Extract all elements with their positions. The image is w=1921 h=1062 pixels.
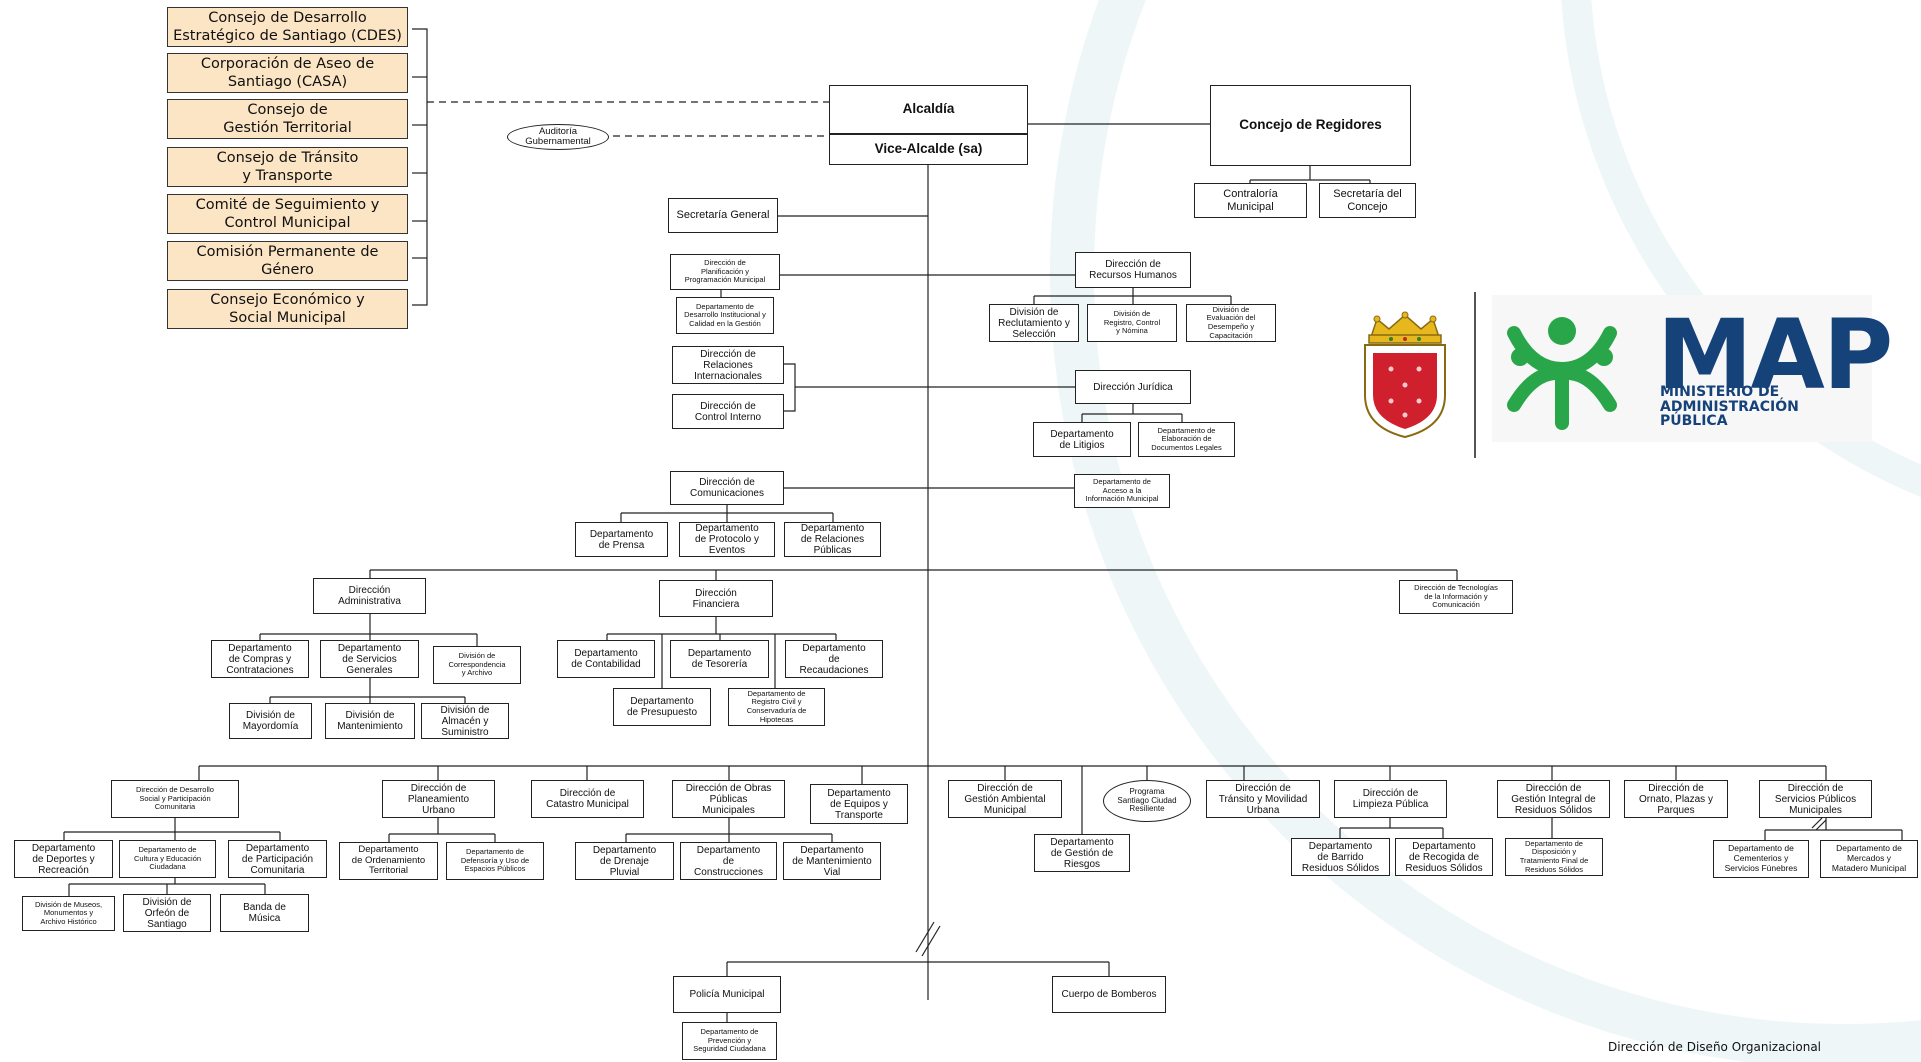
council-transito: Consejo de Tránsito y Transporte — [167, 147, 408, 187]
gestion-riesgos-box: Departamento de Gestión de Riesgos — [1034, 834, 1130, 872]
council-genero: Comisión Permanente de Género — [167, 241, 408, 281]
desarrollo-institucional-box: Departamento de Desarrollo Institucional… — [676, 297, 774, 334]
comunicaciones-box: Dirección de Comunicaciones — [670, 471, 784, 505]
alcaldia-box: Alcaldía — [829, 85, 1028, 134]
crown-icon — [1368, 311, 1442, 344]
financiera-box: Dirección Financiera — [659, 580, 773, 617]
compras-box: Departamento de Compras y Contrataciones — [211, 640, 309, 678]
transito-box: Dirección de Tránsito y Movilidad Urbana — [1206, 780, 1320, 818]
evaluacion-box: División de Evaluación del Desempeño y C… — [1186, 304, 1276, 342]
municipal-shield-icon — [1364, 311, 1446, 439]
auditoria-oval: Auditoría Gubernamental — [507, 124, 609, 150]
policia-box: Policía Municipal — [673, 976, 781, 1013]
mantenimiento-vial-box: Departamento de Mantenimiento Vial — [783, 842, 881, 880]
presupuesto-box: Departamento de Presupuesto — [613, 688, 711, 726]
secretaria-concejo-box: Secretaría del Concejo — [1319, 183, 1416, 218]
equipos-box: Departamento de Equipos y Transporte — [810, 784, 908, 824]
gestion-ambiental-box: Dirección de Gestión Ambiental Municipal — [948, 780, 1062, 818]
map-logo: MAP MINISTERIO DE ADMINISTRACIÓN PÚBLICA — [1492, 295, 1893, 442]
obras-box: Dirección de Obras Públicas Municipales — [672, 780, 785, 818]
contraloria-box: Contraloría Municipal — [1194, 183, 1307, 218]
registro-nomina-box: División de Registro, Control y Nómina — [1087, 304, 1177, 342]
relaciones-internacionales-box: Dirección de Relaciones Internacionales — [672, 346, 784, 384]
prensa-box: Departamento de Prensa — [575, 522, 668, 557]
contabilidad-box: Departamento de Contabilidad — [557, 640, 655, 678]
correspondencia-box: División de Correspondencia y Archivo — [433, 646, 521, 684]
recaudaciones-box: Departamento de Recaudaciones — [785, 640, 883, 678]
secretaria-general-box: Secretaría General — [668, 198, 778, 233]
catastro-box: Dirección de Catastro Municipal — [531, 780, 644, 818]
gestion-residuos-box: Dirección de Gestión Integral de Residuo… — [1497, 780, 1610, 818]
logo-separator — [1474, 292, 1476, 458]
construcciones-box: Departamento de Construcciones — [680, 842, 777, 880]
servicios-publicos-box: Dirección de Servicios Públicos Municipa… — [1759, 780, 1872, 818]
cementerios-box: Departamento de Cementerios y Servicios … — [1713, 840, 1809, 878]
registro-civil-box: Departamento de Registro Civil y Conserv… — [728, 688, 825, 726]
map-subtitle: MINISTERIO DE ADMINISTRACIÓN PÚBLICA — [1660, 384, 1799, 430]
protocolo-box: Departamento de Protocolo y Eventos — [679, 522, 775, 557]
mantenimiento-box: División de Mantenimiento — [325, 703, 415, 739]
prevencion-box: Departamento de Prevención y Seguridad C… — [682, 1022, 777, 1060]
tesoreria-box: Departamento de Tesorería — [670, 640, 769, 678]
control-interno-box: Dirección de Control Interno — [672, 394, 784, 429]
council-casa: Corporación de Aseo de Santiago (CASA) — [167, 53, 408, 93]
planeamiento-box: Dirección de Planeamiento Urbano — [382, 780, 495, 818]
servicios-generales-box: Departamento de Servicios Generales — [320, 640, 419, 678]
footer-credit: Dirección de Diseño Organizacional — [1608, 1040, 1821, 1054]
mercados-box: Departamento de Mercados y Matadero Muni… — [1820, 840, 1918, 878]
drenaje-box: Departamento de Drenaje Pluvial — [575, 842, 674, 880]
orfeon-box: División de Orfeón de Santiago — [123, 894, 211, 932]
limpieza-box: Dirección de Limpieza Pública — [1334, 780, 1447, 818]
banda-box: Banda de Música — [220, 894, 309, 932]
documentos-legales-box: Departamento de Elaboración de Documento… — [1138, 422, 1235, 457]
defensoria-box: Departamento de Defensoría y Uso de Espa… — [446, 842, 544, 880]
programa-resiliente-oval: Programa Santiago Ciudad Resiliente — [1103, 780, 1191, 822]
tic-box: Dirección de Tecnologías de la Informaci… — [1399, 580, 1513, 614]
recogida-box: Departamento de Recogida de Residuos Sól… — [1395, 838, 1493, 876]
participacion-box: Departamento de Participación Comunitari… — [228, 840, 327, 878]
ordenamiento-box: Departamento de Ordenamiento Territorial — [339, 842, 438, 880]
juridica-box: Dirección Jurídica — [1075, 370, 1191, 404]
rrhh-box: Dirección de Recursos Humanos — [1075, 252, 1191, 288]
bomberos-box: Cuerpo de Bomberos — [1052, 976, 1166, 1013]
disposicion-box: Departamento de Disposición y Tratamient… — [1505, 838, 1603, 876]
administrativa-box: Dirección Administrativa — [313, 578, 426, 614]
concejo-regidores-box: Concejo de Regidores — [1210, 85, 1411, 166]
map-wordmark: MAP — [1657, 299, 1893, 411]
council-gestion-territorial: Consejo de Gestión Territorial — [167, 99, 408, 139]
council-seguimiento: Comité de Seguimiento y Control Municipa… — [167, 194, 408, 234]
almacen-box: División de Almacén y Suministro — [421, 703, 509, 739]
planificacion-box: Dirección de Planificación y Programació… — [670, 254, 780, 290]
council-economico-social: Consejo Económico y Social Municipal — [167, 289, 408, 329]
museos-box: División de Museos, Monumentos y Archivo… — [22, 896, 115, 931]
reclutamiento-box: División de Reclutamiento y Selección — [989, 304, 1079, 342]
desarrollo-social-box: Dirección de Desarrollo Social y Partici… — [111, 780, 239, 818]
vice-alcalde-box: Vice-Alcalde (sa) — [829, 134, 1028, 165]
cultura-box: Departamento de Cultura y Educación Ciud… — [119, 840, 216, 878]
ornato-box: Dirección de Ornato, Plazas y Parques — [1624, 780, 1728, 818]
mayordomia-box: División de Mayordomía — [229, 703, 312, 739]
map-figures-icon — [1507, 317, 1617, 430]
barrido-box: Departamento de Barrido Residuos Sólidos — [1291, 838, 1390, 876]
litigios-box: Departamento de Litigios — [1033, 422, 1131, 457]
acceso-informacion-box: Departamento de Acceso a la Información … — [1074, 474, 1170, 508]
relaciones-publicas-box: Departamento de Relaciones Públicas — [784, 522, 881, 557]
deportes-box: Departamento de Deportes y Recreación — [14, 840, 113, 878]
council-cdes: Consejo de Desarrollo Estratégico de San… — [167, 7, 408, 47]
